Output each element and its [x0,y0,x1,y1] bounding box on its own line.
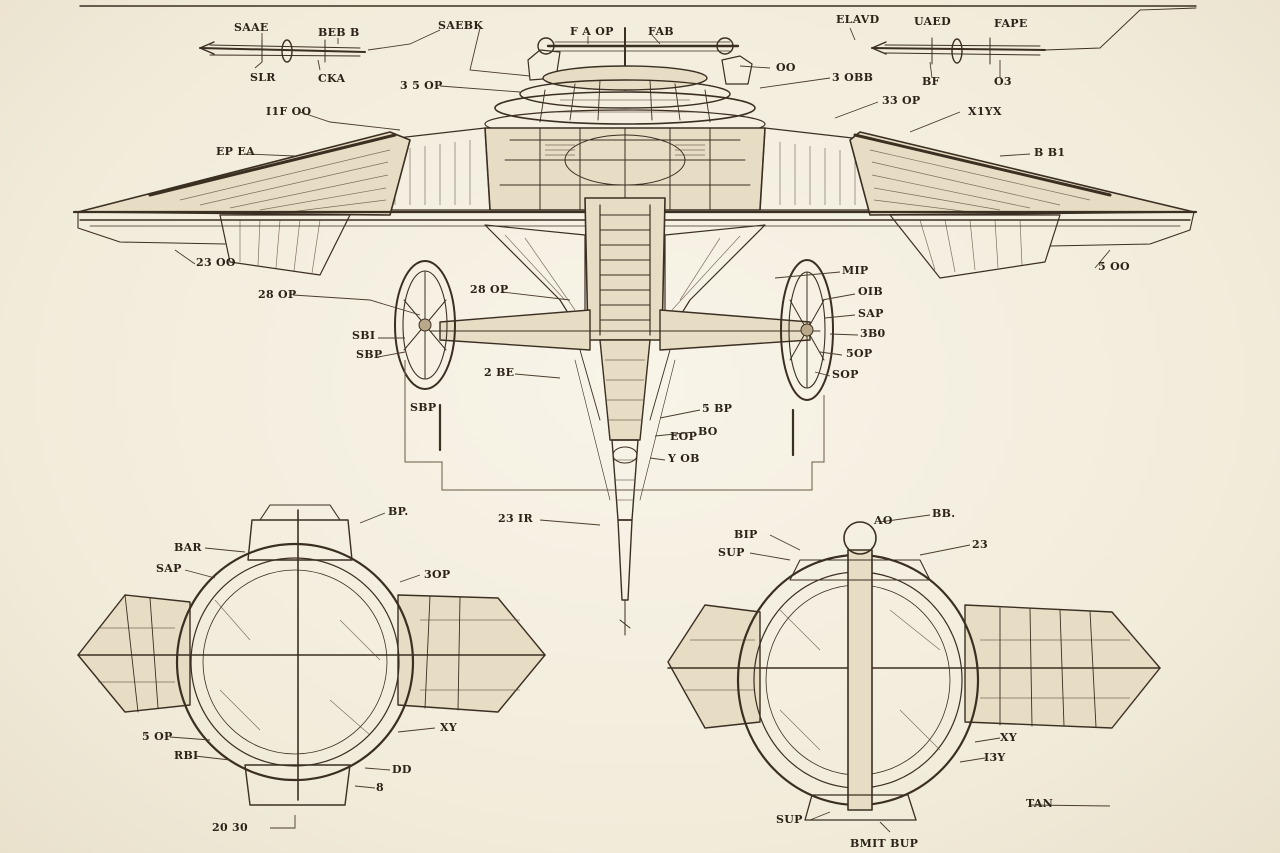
label-bar: BAR [174,541,202,554]
label-sup-right: 23 [972,538,988,551]
label-ao: AO [874,514,893,527]
leader-lines [169,27,1111,833]
label-bmit-bup: BMIT BUP [850,837,919,850]
cabin-body [484,127,766,211]
label-23-ir: 23 IR [498,512,533,525]
left-wing [77,131,411,276]
support-frame [404,360,825,491]
label-5op: 5OP [846,347,873,360]
label-o3: O3 [994,75,1012,88]
label-8: 8 [376,781,384,794]
label-dd: DD [392,763,412,776]
label-bb: BB. [932,507,956,520]
label-33-op: 33 OP [882,94,921,107]
label-bo: BO [698,425,718,438]
label-sop: SOP [832,368,859,381]
frame-struts [438,403,795,457]
label-xy-left: XY [440,721,457,734]
main-machine [72,27,1198,636]
label-bip: BIP [734,528,758,541]
label-3-5-op: 3 5 OP [400,79,443,92]
lower-spine [574,339,676,636]
label-y-ob: Y OB [668,452,700,465]
lower-right-view [667,521,1161,821]
label-cka: CKA [318,72,346,85]
label-saebk: SAEBK [438,19,484,32]
label-sap-right: SAP [858,307,884,320]
label-sap-lower: SAP [156,562,182,575]
top-rotor [527,27,753,91]
label-3b0: 3B0 [860,327,886,340]
right-wheel [780,259,834,401]
label-i3y: I3Y [984,751,1006,764]
label-ep-ea: EP EA [216,145,255,158]
propeller-detail-left [199,39,366,63]
axle-assembly [429,309,821,351]
label-tan: TAN [1026,797,1054,810]
label-eop: EOP [670,430,698,443]
right-wing [849,131,1195,279]
label-2-be: 2 BE [484,366,515,379]
label-slr: SLR [250,71,276,84]
label-3-obb: 3 OBB [832,71,874,84]
label-5-oo: 5 OO [1098,260,1130,273]
label-b-b1: B B1 [1034,146,1066,159]
label-f-a-op: F A OP [570,25,614,38]
label-oib: OIB [858,285,883,298]
label-sbp-frame: SBP [410,401,437,414]
label-fape: FAPE [994,17,1028,30]
label-28-op-left: 28 OP [258,288,297,301]
label-rbi: RBI [174,749,199,762]
label-xy-right: XY [1000,731,1017,744]
label-5-op-lower: 5 OP [142,730,173,743]
label-twr: SUP [776,813,803,826]
label-uaed: UAED [914,15,951,28]
label-mip: MIP [842,264,869,277]
label-saae: SAAE [234,21,269,34]
label-sbi: SBI [352,329,376,342]
label-bp: BP. [388,505,409,518]
label-23-oo: 23 OO [196,256,236,269]
label-x1yx: X1YX [968,105,1002,118]
propeller-detail-right [871,7,1197,65]
label-sbp-left: SBP [356,348,383,361]
left-wheel [394,260,456,390]
label-sup-left: SUP [718,546,745,559]
label-i1f-oo: I1F OO [266,105,312,118]
central-tower [584,197,666,341]
label-elavd: ELAVD [836,13,880,26]
label-bf: BF [922,75,940,88]
label-28-op-center: 28 OP [470,283,509,296]
label-3op: 3OP [424,568,451,581]
label-oo: OO [776,61,796,74]
label-20-30: 20 30 [212,821,248,834]
lower-left-view [77,504,546,806]
label-fab: FAB [648,25,674,38]
label-beb-b: BEB B [318,26,360,39]
label-5-bp: 5 BP [702,402,733,415]
